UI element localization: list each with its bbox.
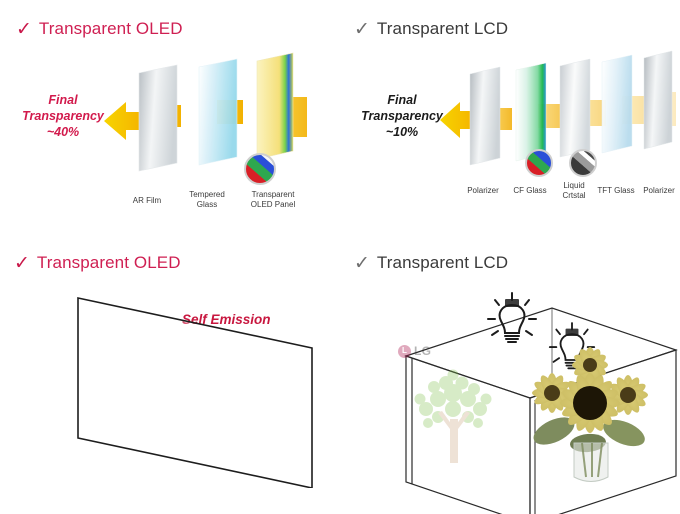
quadrant-transparent-oled-scene: ✓ Transparent OLED Self Emission L LG — [0, 236, 340, 514]
lcd-transparency-caption: Final Transparency ~10% — [346, 92, 458, 140]
oled-scene-title-row: ✓ Transparent OLED — [14, 253, 181, 273]
layer-label-oled-panel: Transparent OLED Panel — [250, 190, 296, 209]
grayscale-polarizer-badge — [569, 149, 597, 177]
check-icon: ✓ — [354, 252, 370, 274]
left-arrow-icon — [104, 102, 164, 140]
lcd-stack-title-row: ✓ Transparent LCD — [354, 19, 508, 39]
caption-line-2: Transparency — [361, 109, 443, 123]
oled-transparency-caption: Final Transparency ~40% — [8, 92, 118, 140]
lcd-scene-title-row: ✓ Transparent LCD — [354, 253, 508, 273]
caption-line-3: ~40% — [46, 125, 80, 139]
lg-circle-icon: L — [398, 344, 411, 358]
layer-label-tft-glass: TFT Glass — [597, 186, 635, 195]
caption-line-2: Transparency — [22, 109, 104, 123]
caption-line-1: Final — [387, 93, 417, 107]
lg-logo: L LG — [398, 344, 431, 358]
quadrant-transparent-oled-stack: ✓ Transparent OLED Final Transparency ~4… — [0, 0, 340, 236]
layer-label-cf-glass: CF Glass — [513, 186, 547, 195]
check-icon: ✓ — [14, 252, 30, 274]
green-tree-graphic-faded — [414, 369, 492, 463]
caption-line-3: ~10% — [385, 125, 419, 139]
page-title-oled-scene: Transparent OLED — [36, 253, 181, 272]
caption-line-1: Final — [48, 93, 78, 107]
layer-label-liquid-crystal: Liquid Crtstal — [562, 181, 586, 200]
quadrant-transparent-lcd-stack: ✓ Transparent LCD Final Transparency ~10… — [340, 0, 680, 236]
layer-label-polarizer-rear: Polarizer — [643, 186, 675, 195]
quadrant-transparent-lcd-scene: ✓ Transparent LCD — [340, 236, 680, 514]
light-bulb-icon — [548, 322, 596, 370]
layer-label-polarizer-front: Polarizer — [467, 186, 499, 195]
transparent-oled-screen-graphic — [77, 297, 313, 488]
lcd-layer-stack-graphic — [469, 50, 676, 166]
page-title-lcd-scene: Transparent LCD — [376, 253, 509, 272]
check-icon: ✓ — [354, 18, 370, 40]
layer-label-ar-film: AR Film — [132, 196, 162, 205]
page-title-oled-stack: Transparent OLED — [38, 19, 183, 38]
oled-stack-title-row: ✓ Transparent OLED — [16, 19, 183, 39]
sunflower-bouquet-dull — [532, 347, 648, 482]
light-bulb-icon — [487, 292, 537, 343]
oled-layer-stack-graphic — [138, 52, 307, 172]
layer-label-tempered-glass: Tempered Glass — [189, 190, 225, 209]
rgb-subpixel-badge — [525, 149, 553, 177]
page-title-lcd-stack: Transparent LCD — [376, 19, 509, 38]
self-emission-annotation: Self Emission — [182, 312, 271, 327]
lg-wordmark: LG — [414, 344, 432, 358]
rgb-subpixel-badge — [244, 153, 276, 185]
check-icon: ✓ — [16, 18, 32, 40]
